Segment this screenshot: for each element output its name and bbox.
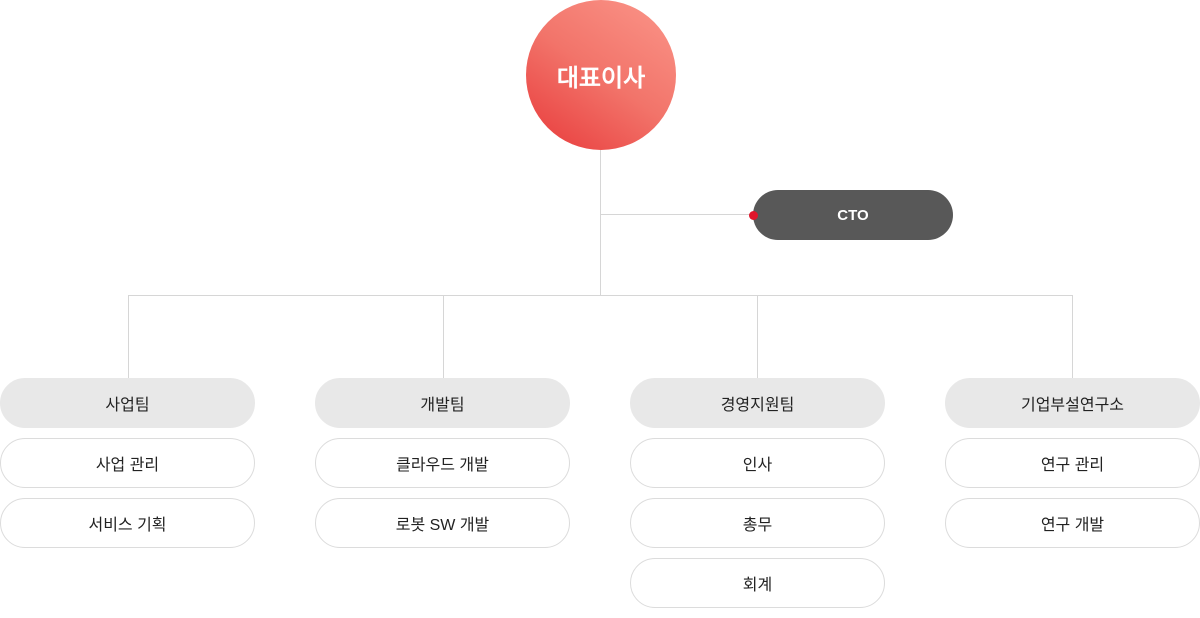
connector-line bbox=[600, 214, 753, 215]
connector-line bbox=[128, 295, 1073, 296]
team-column-development: 개발팀 클라우드 개발 로봇 SW 개발 bbox=[315, 378, 570, 558]
connector-line bbox=[600, 150, 601, 295]
team-item: 인사 bbox=[630, 438, 885, 488]
team-item: 총무 bbox=[630, 498, 885, 548]
ceo-label: 대표이사 bbox=[556, 64, 646, 92]
team-header: 기업부설연구소 bbox=[945, 378, 1200, 428]
connector-line bbox=[1072, 295, 1073, 378]
team-item: 연구 개발 bbox=[945, 498, 1200, 548]
team-column-research: 기업부설연구소 연구 관리 연구 개발 bbox=[945, 378, 1200, 558]
team-header: 개발팀 bbox=[315, 378, 570, 428]
team-item: 로봇 SW 개발 bbox=[315, 498, 570, 548]
team-item: 클라우드 개발 bbox=[315, 438, 570, 488]
connector-line bbox=[757, 295, 758, 378]
team-column-management: 경영지원팀 인사 총무 회계 bbox=[630, 378, 885, 618]
team-item: 사업 관리 bbox=[0, 438, 255, 488]
connector-dot bbox=[749, 211, 758, 220]
cto-node: CTO bbox=[753, 190, 953, 240]
ceo-node: 대표이사 bbox=[526, 0, 676, 150]
team-header: 경영지원팀 bbox=[630, 378, 885, 428]
connector-line bbox=[128, 295, 129, 378]
connector-line bbox=[443, 295, 444, 378]
team-header: 사업팀 bbox=[0, 378, 255, 428]
cto-label: CTO bbox=[837, 206, 869, 224]
team-column-business: 사업팀 사업 관리 서비스 기획 bbox=[0, 378, 255, 558]
team-item: 연구 관리 bbox=[945, 438, 1200, 488]
team-item: 회계 bbox=[630, 558, 885, 608]
team-item: 서비스 기획 bbox=[0, 498, 255, 548]
